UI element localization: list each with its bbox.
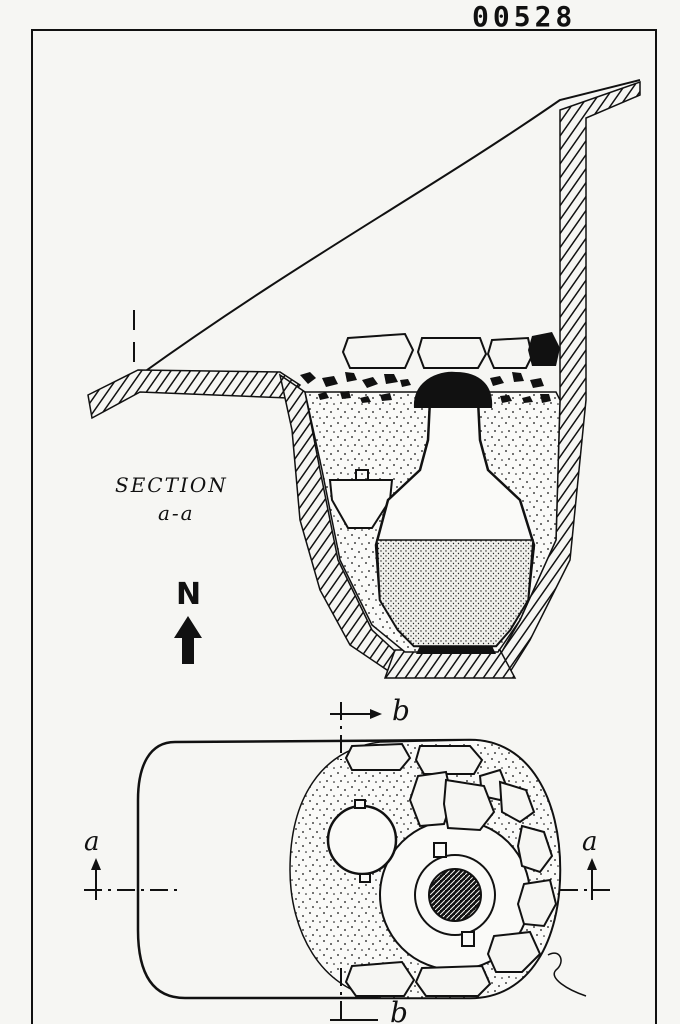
ground-slope-line <box>139 79 641 376</box>
squiggle-mark <box>547 952 587 997</box>
amphora-base <box>416 646 496 654</box>
small-bowl-handle <box>355 469 369 480</box>
sheet-border <box>31 29 657 1024</box>
section-view <box>87 79 641 679</box>
cut-arrowhead-b-top <box>370 709 382 719</box>
north-arrow: N <box>174 577 202 664</box>
amphora-plan-handle-top <box>433 842 447 858</box>
small-bowl-plan-handle-bottom <box>359 873 371 883</box>
plan-view <box>84 702 610 1024</box>
north-label: N <box>176 577 201 612</box>
cut-label-b-top: b <box>392 694 410 727</box>
cut-label-b-bottom: b <box>390 996 408 1024</box>
cut-arrowhead-a-left <box>91 858 101 870</box>
section-label-title: SECTION <box>115 473 228 497</box>
small-bowl-section <box>328 479 394 529</box>
plan-stones <box>344 742 558 997</box>
cut-label-a-right: a <box>582 827 598 857</box>
amphora-lid <box>413 371 493 408</box>
small-bowl-plan <box>326 804 398 876</box>
cut-label-a-left: a <box>84 827 100 857</box>
ground-surface-hatch <box>87 369 302 420</box>
cover-stones <box>341 332 534 369</box>
amphora-plan-mouth <box>428 868 482 922</box>
catalog-number: 00528 <box>472 0 576 33</box>
cut-arrowhead-a-right <box>587 858 597 870</box>
amphora-plan-handle-bottom <box>461 931 475 947</box>
amphora-contents <box>376 539 534 647</box>
small-bowl-plan-handle-top <box>354 799 366 809</box>
shaft-floor-hatch <box>383 649 517 679</box>
dark-stone <box>528 332 560 366</box>
pebble-layer <box>300 372 551 403</box>
north-arrow-icon <box>174 616 202 664</box>
section-label-subtitle: a-a <box>158 501 195 525</box>
